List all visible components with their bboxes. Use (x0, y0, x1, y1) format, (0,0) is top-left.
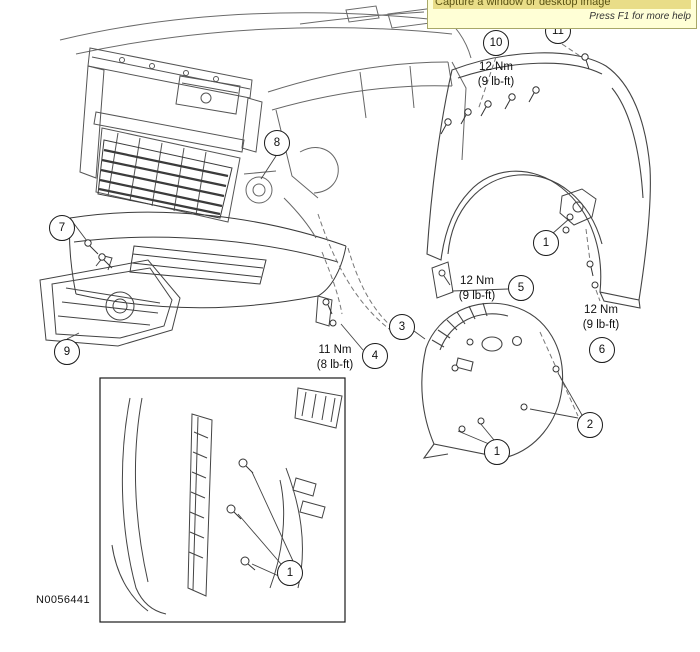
torque-label-item5: 12 Nm (9 lb-ft) (459, 274, 495, 304)
torque-value: 12 Nm (479, 61, 513, 73)
callout-2: 2 (577, 412, 603, 438)
torque-value: 11 Nm (318, 344, 352, 356)
capture-tooltip: Capture a window or desktop image Press … (427, 0, 697, 29)
callout-7: 7 (49, 215, 75, 241)
torque-label-item10: 12 Nm (9 lb-ft) (478, 60, 514, 90)
inset-detail (99, 377, 346, 623)
callout-1-liner: 1 (484, 439, 510, 465)
callout-1-fender: 1 (533, 230, 559, 256)
torque-lbft: (9 lb-ft) (477, 76, 515, 88)
torque-lbft: (9 lb-ft) (458, 290, 496, 302)
torque-lbft: (8 lb-ft) (316, 359, 354, 371)
torque-lbft: (9 lb-ft) (582, 319, 620, 331)
part-number: N0056441 (36, 594, 90, 606)
callout-6: 6 (589, 337, 615, 363)
callout-8: 8 (264, 130, 290, 156)
torque-value: 12 Nm (460, 275, 494, 287)
torque-value: 12 Nm (584, 304, 618, 316)
callout-9: 9 (54, 339, 80, 365)
callout-3: 3 (389, 314, 415, 340)
callout-5: 5 (508, 275, 534, 301)
tooltip-help: Press F1 for more help (589, 11, 691, 22)
callout-4: 4 (362, 343, 388, 369)
tooltip-title: Capture a window or desktop image (433, 0, 691, 9)
torque-label-item4: 11 Nm (8 lb-ft) (317, 343, 353, 373)
callout-1-inset: 1 (277, 560, 303, 586)
callout-10: 10 (483, 30, 509, 56)
torque-label-item6: 12 Nm (9 lb-ft) (583, 303, 619, 333)
